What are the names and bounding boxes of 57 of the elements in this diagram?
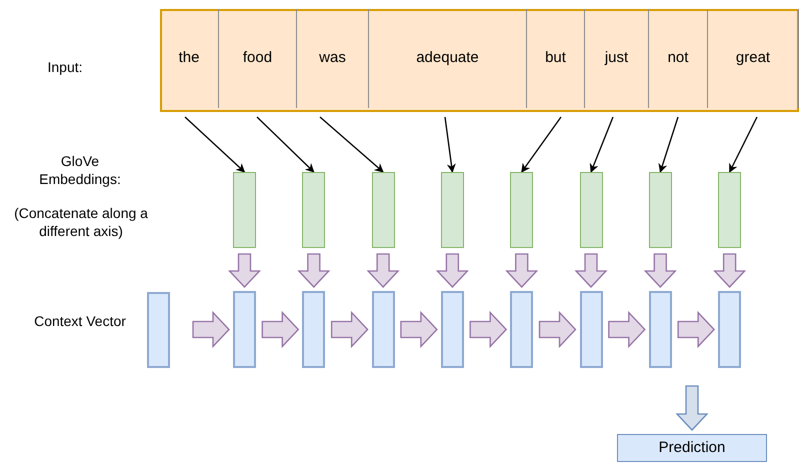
block-arrow <box>400 310 438 348</box>
arrow <box>658 116 679 173</box>
arrow <box>444 116 456 173</box>
context-vector-bar <box>233 291 256 368</box>
embedding-bar <box>718 172 742 248</box>
embedding-bar <box>648 172 672 248</box>
word-text: the <box>178 48 200 68</box>
block-arrow <box>608 310 646 348</box>
embedding-bar <box>510 172 534 248</box>
embedding-bar <box>580 172 602 248</box>
block-arrow <box>713 253 746 288</box>
embedding-bar <box>233 172 256 248</box>
block-arrow <box>677 310 715 348</box>
block-arrow <box>574 253 608 288</box>
word-text: great <box>736 48 770 68</box>
arrow <box>184 116 246 173</box>
arrow <box>256 116 314 173</box>
arrow <box>521 116 562 173</box>
word-text: not <box>668 48 688 68</box>
row-label: GloVe Embeddings: <box>38 152 122 188</box>
row-label: Input: <box>46 58 84 76</box>
word-text: just <box>604 48 628 68</box>
block-arrow <box>505 253 538 288</box>
word-text: food <box>242 48 272 68</box>
arrow <box>320 116 384 173</box>
block-arrow <box>262 310 300 348</box>
embedding-bar <box>302 172 326 248</box>
word-text: Prediction <box>658 438 726 458</box>
arrow <box>729 116 758 173</box>
word-text: adequate <box>416 48 479 68</box>
context-vector-bar <box>147 292 170 368</box>
word-text: but <box>545 48 566 68</box>
block-arrow <box>644 253 677 288</box>
context-vector-bar <box>440 291 464 368</box>
embedding-bar <box>440 172 464 248</box>
block-arrow <box>228 253 261 288</box>
block-arrow <box>470 310 508 348</box>
block-arrow <box>330 310 368 348</box>
context-vector-bar <box>302 291 326 368</box>
context-vector-bar <box>580 291 602 368</box>
context-vector-bar <box>372 291 395 368</box>
block-arrow <box>538 310 576 348</box>
block-arrow <box>436 253 469 288</box>
row-label: (Concatenate along a different axis) <box>13 204 149 240</box>
word-text: was <box>319 48 346 68</box>
context-vector-bar <box>648 291 672 368</box>
prediction-box <box>617 434 767 462</box>
block-arrow <box>366 253 400 288</box>
input-strip <box>160 9 799 112</box>
context-vector-bar <box>718 291 742 368</box>
row-label: Context Vector <box>33 312 127 330</box>
block-arrow <box>676 385 708 431</box>
embedding-bar <box>372 172 395 248</box>
block-arrow <box>192 310 230 348</box>
block-arrow <box>297 253 330 288</box>
context-vector-bar <box>510 291 534 368</box>
arrow <box>590 116 614 173</box>
